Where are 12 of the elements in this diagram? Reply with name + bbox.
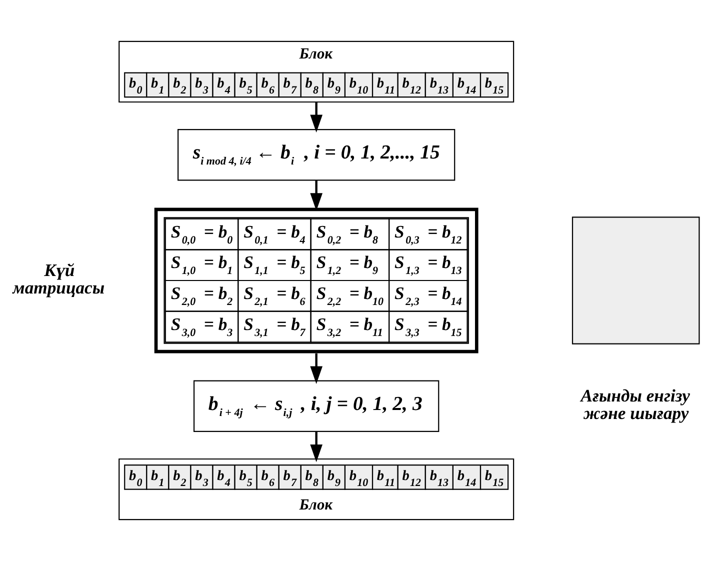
node-box: Блок b$_{0}$ b$_{1}$ b$_{2}$ b$_{3}$ b$_{4}$ b$_{5}$ b$_{6}$ b$_{7}$ b$_{8}$ b$_{9}$ b$_{10}$ b$_{11}$ b$_{12}$ b$_{13}$ b$_{14}$ b$_{15}$ <box>118 40 514 103</box>
node-box <box>572 216 700 344</box>
arrow <box>310 432 323 462</box>
node-box: b$_{0}$ b$_{1}$ b$_{2}$ b$_{3}$ b$_{4}$ b$_{5}$ b$_{6}$ b$_{7}$ b$_{8}$ b$_{9}$ b$_{10}$ b$_{11}$ b$_{12}$ b$_{13}$ b$_{14}$ b$_{15}$ Блок <box>118 458 514 520</box>
arrow <box>310 180 323 211</box>
node-box: S$_{0,0}$ = b$_{0}$ S$_{0,1}$ = b$_{4}$ S$_{0,2}$ = b$_{8}$ S$_{0,3}$ = b$_{12}$ S$_{1,0}$ = b$_{1}$ S$_{1,1}$ = b$_{5}$ S$_{1,2}$ = b$_{9}$ S$_{1,3}$ = b$_{13}$ S$_{2,0}$ = b$_{2}$ S$_{2,1}$ = b$_{6}$ S$_{2,2}$ = b$_{10}$ S$_{2,3}$ = b$_{14}$ S$_{3,0}$ = b$_{3}$ S$_{3,1}$ = b$_{7}$ S$_{3,2}$ = b$_{11}$ S$_{3,3}$ = b$_{15}$ <box>154 208 478 354</box>
node-label: Ағынды енгізу және шығару <box>580 385 690 424</box>
arrow <box>310 353 323 384</box>
node-label: Күй матрицасы <box>12 260 105 298</box>
arrow <box>310 102 323 132</box>
node-box: s$_{i mod 4, i/4}$ ← b$_{i}$ , i = 0, 1, 2,..., 15 <box>178 129 456 181</box>
node-box: b$_{i + 4j}$ ← s$_{i,j}$ , i, j = 0, 1, 2, 3 <box>193 380 440 432</box>
